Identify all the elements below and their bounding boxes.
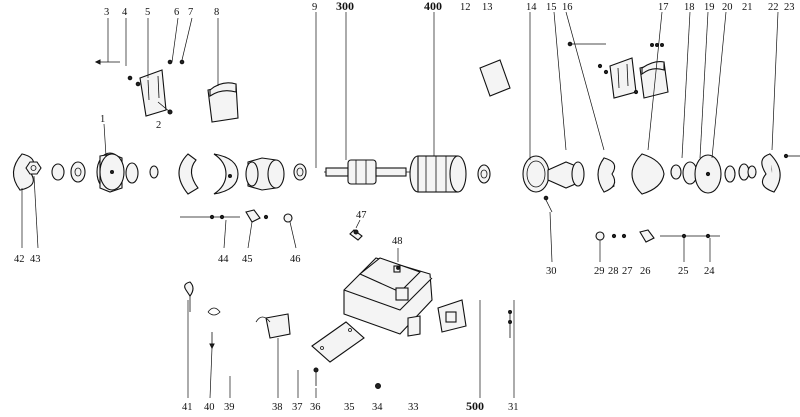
label-500: 500 bbox=[466, 399, 484, 412]
tool-rest-assembly-right bbox=[479, 41, 669, 99]
label-2: 2 bbox=[156, 120, 161, 131]
label-17: 17 bbox=[658, 2, 669, 13]
label-18: 18 bbox=[684, 2, 695, 13]
label-14: 14 bbox=[526, 2, 537, 13]
label-35: 35 bbox=[344, 402, 355, 412]
label-44: 44 bbox=[218, 254, 229, 265]
label-45: 45 bbox=[242, 254, 253, 265]
label-7: 7 bbox=[188, 7, 193, 18]
label-16: 16 bbox=[562, 2, 573, 13]
label-38: 38 bbox=[272, 402, 283, 412]
label-47: 47 bbox=[356, 210, 367, 221]
label-46: 46 bbox=[290, 254, 301, 265]
leader-lines bbox=[21, 11, 779, 263]
label-15: 15 bbox=[546, 2, 557, 13]
label-43: 43 bbox=[30, 254, 41, 265]
bottom-leader-lines bbox=[187, 300, 515, 399]
label-40: 40 bbox=[204, 402, 215, 412]
part-number-labels: 3 4 5 6 7 8 9 300 400 12 13 14 15 16 17 … bbox=[14, 0, 795, 413]
label-5: 5 bbox=[145, 7, 150, 18]
label-400: 400 bbox=[424, 0, 442, 13]
label-13: 13 bbox=[482, 2, 493, 13]
label-8: 8 bbox=[214, 7, 219, 18]
label-9: 9 bbox=[312, 2, 317, 13]
label-29: 29 bbox=[594, 266, 605, 277]
label-37: 37 bbox=[292, 402, 303, 412]
label-36: 36 bbox=[310, 402, 321, 412]
label-28: 28 bbox=[608, 266, 619, 277]
small-fasteners-row bbox=[180, 209, 720, 243]
label-12: 12 bbox=[460, 2, 471, 13]
label-33: 33 bbox=[408, 402, 419, 412]
label-19: 19 bbox=[704, 2, 715, 13]
label-31: 31 bbox=[508, 402, 519, 412]
label-48: 48 bbox=[392, 236, 403, 247]
label-27: 27 bbox=[622, 266, 633, 277]
label-1: 1 bbox=[100, 114, 105, 125]
label-22: 22 bbox=[768, 2, 779, 13]
label-34: 34 bbox=[372, 402, 383, 412]
label-26: 26 bbox=[640, 266, 651, 277]
label-6: 6 bbox=[174, 7, 179, 18]
label-3: 3 bbox=[104, 7, 109, 18]
label-25: 25 bbox=[678, 266, 689, 277]
label-24: 24 bbox=[704, 266, 715, 277]
tool-rest-assembly-left bbox=[94, 59, 239, 123]
label-23: 23 bbox=[784, 2, 795, 13]
label-300: 300 bbox=[336, 0, 354, 13]
label-4: 4 bbox=[122, 7, 128, 18]
label-20: 20 bbox=[722, 2, 733, 13]
label-21: 21 bbox=[742, 2, 753, 13]
label-42: 42 bbox=[14, 254, 25, 265]
label-30: 30 bbox=[546, 266, 557, 277]
main-shaft-row bbox=[12, 152, 800, 213]
base-assembly bbox=[184, 229, 512, 389]
label-39: 39 bbox=[224, 402, 235, 412]
label-41: 41 bbox=[182, 402, 193, 412]
